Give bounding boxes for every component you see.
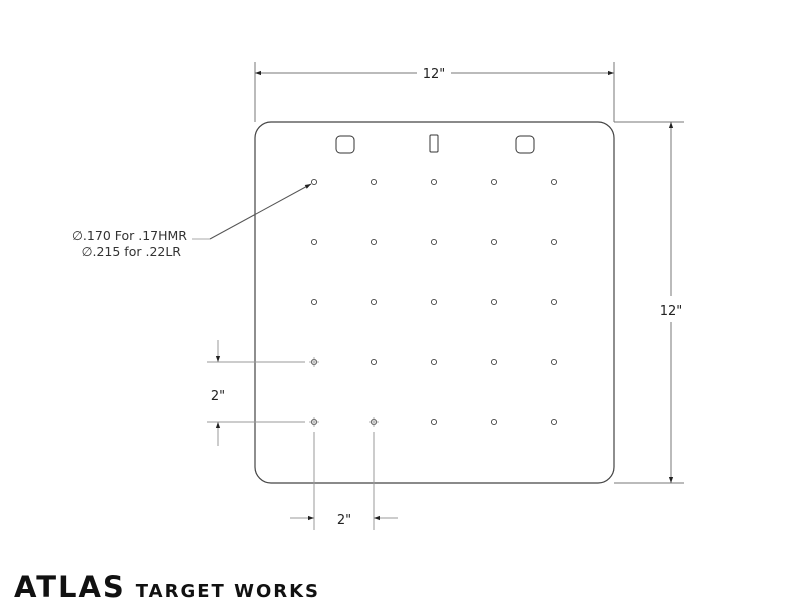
hanger-slot-right <box>515 135 535 154</box>
hanger-slot-center <box>429 134 439 153</box>
height-dimension <box>614 121 684 484</box>
logo-tagline: TARGET WORKS <box>135 581 321 602</box>
target-hole <box>430 238 438 246</box>
vertical-spacing-label: 2" <box>211 389 225 404</box>
logo-brand: ATLAS <box>14 570 126 604</box>
target-hole <box>430 418 438 426</box>
target-hole <box>430 298 438 306</box>
horizontal-spacing-label: 2" <box>337 513 351 528</box>
atlas-logo: ATLAS TARGET WORKS <box>14 570 320 604</box>
target-hole <box>430 358 438 366</box>
target-hole <box>490 178 498 186</box>
hole-centermark <box>309 357 319 367</box>
target-hole <box>430 178 438 186</box>
target-hole <box>310 178 318 186</box>
hole-note-leader <box>192 183 312 240</box>
target-hole <box>310 298 318 306</box>
target-hole <box>550 178 558 186</box>
width-label: 12" <box>423 67 446 82</box>
vertical-spacing-dimension <box>207 340 305 446</box>
target-hole <box>490 358 498 366</box>
target-hole <box>370 358 378 366</box>
hanger-slot-left <box>335 135 355 154</box>
hole-grid <box>309 178 558 427</box>
target-hole <box>550 418 558 426</box>
target-hole <box>550 358 558 366</box>
horizontal-spacing-dimension <box>290 432 398 530</box>
hole-centermark <box>369 417 379 427</box>
hole-note-line1: ∅.170 For .17HMR <box>72 228 187 243</box>
target-hole <box>310 238 318 246</box>
target-hole <box>490 238 498 246</box>
target-hole <box>490 418 498 426</box>
target-hole <box>370 238 378 246</box>
target-hole <box>550 298 558 306</box>
target-hole <box>370 178 378 186</box>
hole-centermark <box>309 417 319 427</box>
hole-note-line2: ∅.215 for .22LR <box>82 244 182 259</box>
height-label: 12" <box>660 304 683 319</box>
target-hole <box>370 298 378 306</box>
target-hole <box>490 298 498 306</box>
target-hole <box>550 238 558 246</box>
width-dimension <box>254 62 615 122</box>
plate-outline <box>254 121 615 484</box>
